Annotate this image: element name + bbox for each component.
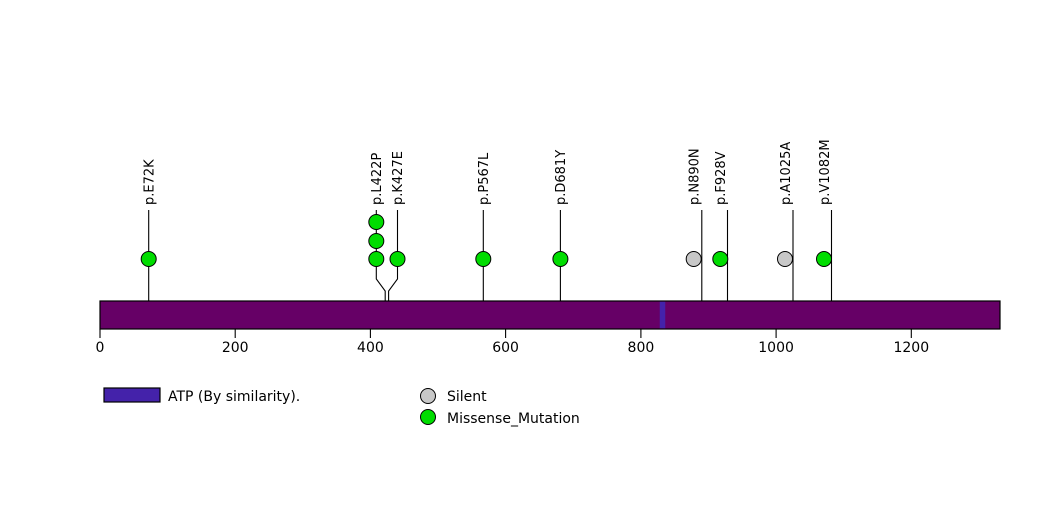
axis-tick-label-1200: 1200 bbox=[893, 340, 929, 356]
domain-atp[interactable] bbox=[659, 301, 666, 329]
mutation-marker-silent[interactable] bbox=[777, 251, 793, 267]
mutation-marker-missense[interactable] bbox=[816, 251, 832, 267]
axis-tick-label-800: 800 bbox=[628, 340, 655, 356]
lollipop-label: p.L422P bbox=[370, 153, 385, 205]
axis-tick-label-0: 0 bbox=[96, 340, 105, 356]
legend-label-missense: Missense_Mutation bbox=[447, 411, 580, 427]
lollipop-label: p.P567L bbox=[477, 152, 492, 205]
lollipop-p-E72K[interactable]: p.E72K bbox=[140, 159, 158, 301]
mutation-marker-missense[interactable] bbox=[368, 233, 385, 249]
lollipop-label: p.K427E bbox=[391, 151, 406, 205]
lollipop-p-D681Y[interactable]: p.D681Y bbox=[552, 150, 569, 301]
lollipop-p-A1025A[interactable]: p.A1025A bbox=[777, 142, 795, 301]
mutation-marker-missense[interactable] bbox=[368, 214, 385, 230]
lollipop-label: p.D681Y bbox=[554, 150, 569, 205]
x-axis: 0 200 400 600 800 1000 1200 bbox=[96, 329, 929, 356]
lollipop-p-K427E[interactable]: p.K427E bbox=[388, 151, 406, 301]
axis-tick-label-600: 600 bbox=[492, 340, 519, 356]
lollipop-label: p.A1025A bbox=[779, 142, 794, 205]
lollipop-label: p.F928V bbox=[714, 151, 729, 205]
lollipop-p-L422P[interactable]: p.L422P bbox=[368, 153, 386, 301]
lollipop-label: p.N890N bbox=[688, 148, 703, 205]
legend-swatch-missense bbox=[420, 409, 436, 425]
lollipop-p-V1082M[interactable]: p.V1082M bbox=[816, 139, 834, 301]
legend-entry-silent[interactable]: Silent bbox=[420, 388, 488, 406]
mutation-marker-missense[interactable] bbox=[140, 251, 157, 267]
mutation-marker-missense[interactable] bbox=[552, 251, 569, 267]
legend-entry-missense[interactable]: Missense_Mutation bbox=[420, 409, 580, 428]
mutation-marker-missense[interactable] bbox=[389, 251, 406, 267]
lollipop-label: p.E72K bbox=[143, 159, 158, 205]
mutation-marker-missense[interactable] bbox=[475, 251, 492, 267]
protein-backbone[interactable] bbox=[99, 300, 1001, 330]
lollipop-label: p.V1082M bbox=[818, 139, 833, 205]
axis-tick-label-1000: 1000 bbox=[758, 340, 794, 356]
legend-swatch-silent bbox=[420, 388, 436, 404]
axis-tick-label-400: 400 bbox=[357, 340, 384, 356]
lollipop-p-F928V[interactable]: p.F928V bbox=[712, 151, 729, 301]
mutation-marker-missense[interactable] bbox=[712, 251, 729, 267]
legend-entry-atp-domain[interactable]: ATP (By similarity). bbox=[103, 387, 300, 405]
legend-swatch-atp bbox=[103, 387, 161, 403]
mutation-marker-missense[interactable] bbox=[368, 251, 385, 267]
lollipop-p-N890N[interactable]: p.N890N bbox=[685, 148, 703, 301]
legend: ATP (By similarity). Silent Missense_Mut… bbox=[103, 387, 580, 428]
axis-tick-label-200: 200 bbox=[222, 340, 249, 356]
legend-label-silent: Silent bbox=[447, 389, 487, 405]
mutation-marker-silent[interactable] bbox=[685, 251, 702, 267]
lollipop-p-P567L[interactable]: p.P567L bbox=[475, 152, 492, 301]
lollipop-stem bbox=[388, 210, 399, 301]
legend-label-atp: ATP (By similarity). bbox=[168, 389, 300, 405]
